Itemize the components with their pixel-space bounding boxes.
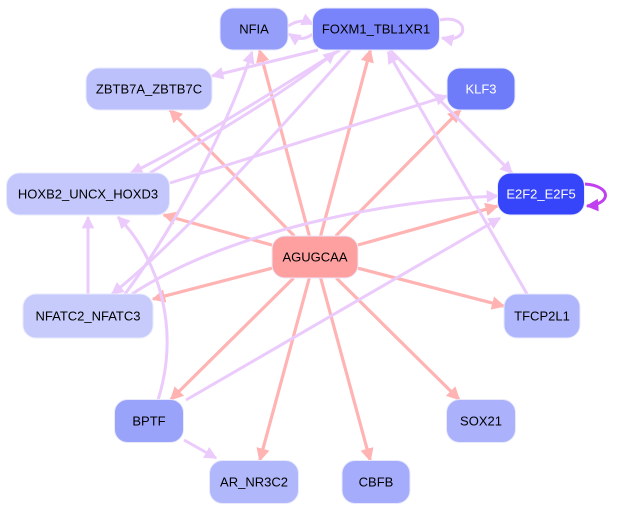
node-label-hoxb2-uncx-hoxd3: HOXB2_UNCX_HOXD3 <box>18 187 158 202</box>
node-label-nfia: NFIA <box>239 22 269 37</box>
edge-bptf-to-hoxb2-uncx-hoxd3 <box>116 215 169 401</box>
edge-bptf-to-ar-nr3c2 <box>183 438 218 460</box>
node-box-cbfb[interactable] <box>341 460 411 504</box>
edge-agugcaa-to-sox21 <box>335 276 461 401</box>
edge-bptf-to-e2f2-e2f5 <box>185 216 502 402</box>
edge-nfatc2-nfatc3-to-nfia <box>123 50 255 295</box>
node-label-sox21: SOX21 <box>460 414 502 429</box>
node-sox21[interactable]: SOX21 <box>446 399 516 443</box>
edge-nfatc2-nfatc3-to-e2f2-e2f5 <box>131 190 500 296</box>
node-bptf[interactable]: BPTF <box>114 399 184 443</box>
node-label-agugcaa: AGUGCAA <box>282 250 347 265</box>
node-box-nfia[interactable] <box>219 7 289 51</box>
node-cbfb[interactable]: CBFB <box>341 460 411 504</box>
node-box-tfcp2l1[interactable] <box>503 293 581 339</box>
edge-agugcaa-to-tfcp2l1 <box>357 266 506 310</box>
node-tfcp2l1[interactable]: TFCP2L1 <box>503 293 581 339</box>
edge-agugcaa-to-foxm1-tbl1xr1 <box>319 48 374 237</box>
node-foxm1-tbl1xr1[interactable]: FOXM1_TBL1XR1 <box>312 7 440 51</box>
node-label-ar-nr3c2: AR_NR3C2 <box>220 475 288 490</box>
edge-foxm1-tbl1xr1-to-nfatc2-nfatc3 <box>111 49 352 296</box>
edge-tfcp2l1-to-foxm1-tbl1xr1 <box>386 50 529 295</box>
node-box-zbtb7a-zbtb7c[interactable] <box>85 67 213 111</box>
edge-hoxb2-uncx-hoxd3-to-klf3 <box>169 93 449 185</box>
edge-foxm1-tbl1xr1-to-nfia <box>287 32 314 46</box>
node-nfatc2-nfatc3[interactable]: NFATC2_NFATC3 <box>22 293 154 339</box>
node-box-e2f2-e2f5[interactable] <box>497 172 585 216</box>
node-nfia[interactable]: NFIA <box>219 7 289 51</box>
node-label-nfatc2-nfatc3: NFATC2_NFATC3 <box>36 309 141 324</box>
edge-agugcaa-to-zbtb7a-zbtb7c <box>168 108 296 238</box>
node-label-e2f2-e2f5: E2F2_E2F5 <box>506 187 575 202</box>
edges-layer <box>81 13 607 462</box>
node-box-klf3[interactable] <box>446 67 516 111</box>
edge-hoxb2-uncx-hoxd3-to-foxm1-tbl1xr1 <box>149 50 336 175</box>
edge-nfia-to-foxm1-tbl1xr1 <box>287 13 315 28</box>
edge-e2f2-e2f5-to-e2f2-e2f5 <box>584 182 607 212</box>
node-label-tfcp2l1: TFCP2L1 <box>514 309 570 324</box>
edge-agugcaa-to-nfatc2-nfatc3 <box>151 266 273 303</box>
edge-agugcaa-to-hoxb2-uncx-hoxd3 <box>162 211 273 247</box>
node-label-bptf: BPTF <box>132 414 165 429</box>
node-box-foxm1-tbl1xr1[interactable] <box>312 7 440 51</box>
edge-agugcaa-to-bptf <box>169 276 295 401</box>
node-box-hoxb2-uncx-hoxd3[interactable] <box>6 172 170 216</box>
node-label-zbtb7a-zbtb7c: ZBTB7A_ZBTB7C <box>96 82 202 97</box>
node-agugcaa[interactable]: AGUGCAA <box>271 235 359 279</box>
edge-foxm1-tbl1xr1-to-e2f2-e2f5 <box>388 48 514 175</box>
node-box-bptf[interactable] <box>114 399 184 443</box>
edge-agugcaa-to-cbfb <box>319 277 374 462</box>
node-ar-nr3c2[interactable]: AR_NR3C2 <box>209 460 299 504</box>
edge-agugcaa-to-ar-nr3c2 <box>256 277 311 462</box>
edge-agugcaa-to-klf3 <box>334 108 462 238</box>
edge-foxm1-tbl1xr1-to-zbtb7a-zbtb7c <box>210 48 319 80</box>
node-box-sox21[interactable] <box>446 399 516 443</box>
node-e2f2-e2f5[interactable]: E2F2_E2F5 <box>497 172 585 216</box>
node-label-klf3: KLF3 <box>465 82 496 97</box>
node-klf3[interactable]: KLF3 <box>446 67 516 111</box>
node-box-agugcaa[interactable] <box>271 235 359 279</box>
node-box-nfatc2-nfatc3[interactable] <box>22 293 154 339</box>
node-box-ar-nr3c2[interactable] <box>209 460 299 504</box>
node-hoxb2-uncx-hoxd3[interactable]: HOXB2_UNCX_HOXD3 <box>6 172 170 216</box>
edge-agugcaa-to-nfia <box>256 48 311 237</box>
node-label-cbfb: CBFB <box>359 475 394 490</box>
node-label-foxm1-tbl1xr1: FOXM1_TBL1XR1 <box>322 22 430 37</box>
node-zbtb7a-zbtb7c[interactable]: ZBTB7A_ZBTB7C <box>85 67 213 111</box>
edge-agugcaa-to-e2f2-e2f5 <box>357 202 499 247</box>
edge-foxm1-tbl1xr1-to-foxm1-tbl1xr1 <box>439 17 465 47</box>
